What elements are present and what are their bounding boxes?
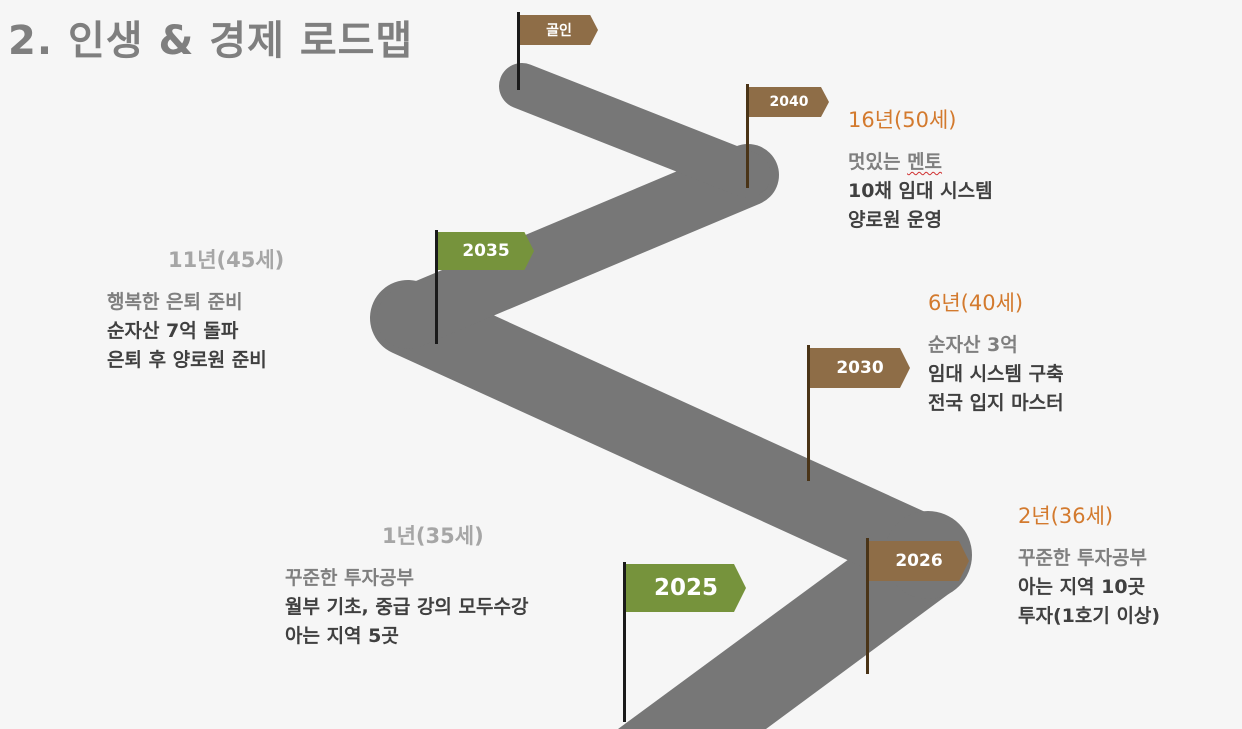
milestone-line: 은퇴 후 양로원 준비 [107,349,267,371]
milestone-heading: 11년(45세) [168,248,285,272]
milestone-40: 6년(40세) 순자산 3억 임대 시스템 구축 전국 입지 마스터 [928,287,1064,418]
flag-pole [517,12,520,90]
milestone-line: 양로원 운영 [848,209,943,231]
milestone-line: 행복한 은퇴 준비 [107,291,243,313]
milestone-heading: 16년(50세) [848,108,957,132]
road-segment [377,144,779,349]
milestone-line: 아는 지역 5곳 [285,625,399,647]
milestone-line: 10채 임대 시스템 [848,180,993,202]
milestone-line-misspelled: 멘토 [907,151,943,173]
road-segment [499,63,771,198]
milestone-line: 꾸준한 투자공부 [285,567,414,589]
milestone-50: 16년(50세) 멋있는 멘토 10채 임대 시스템 양로원 운영 [848,104,993,235]
milestone-line: 꾸준한 투자공부 [1018,547,1147,569]
flag-2035: 2035 [438,232,534,270]
milestone-line: 순자산 3억 [928,334,1018,356]
milestone-line: 멋있는 [848,151,908,173]
flag-2040: 2040 [749,87,829,117]
milestone-line: 임대 시스템 구축 [928,363,1064,385]
flag-goal: 골인 [520,15,598,45]
milestone-heading: 1년(35세) [382,524,484,548]
flag-pole [866,538,869,674]
milestone-36: 2년(36세) 꾸준한 투자공부 아는 지역 10곳 투자(1호기 이상) [1018,500,1160,631]
page-title: 2. 인생 & 경제 로드맵 [8,18,414,64]
milestone-line: 전국 입지 마스터 [928,392,1064,414]
milestone-line: 순자산 7억 돌파 [107,320,239,342]
flag-2030: 2030 [810,348,910,388]
road-segment [370,280,966,593]
flag-pole [746,84,749,188]
milestone-line: 월부 기초, 중급 강의 모두수강 [285,596,529,618]
milestone-45: 11년(45세) 행복한 은퇴 준비 순자산 7억 돌파 은퇴 후 양로원 준비 [107,244,284,375]
milestone-35: 1년(35세) 꾸준한 투자공부 월부 기초, 중급 강의 모두수강 아는 지역… [285,520,528,651]
flag-2025: 2025 [626,564,746,612]
flag-2026: 2026 [869,541,969,581]
milestone-line: 아는 지역 10곳 [1018,576,1146,598]
flag-pole [807,345,810,481]
milestone-heading: 2년(36세) [1018,504,1114,528]
milestone-line: 투자(1호기 이상) [1018,605,1161,627]
milestone-heading: 6년(40세) [928,291,1024,315]
flag-pole [623,562,626,722]
flag-pole [435,230,438,344]
